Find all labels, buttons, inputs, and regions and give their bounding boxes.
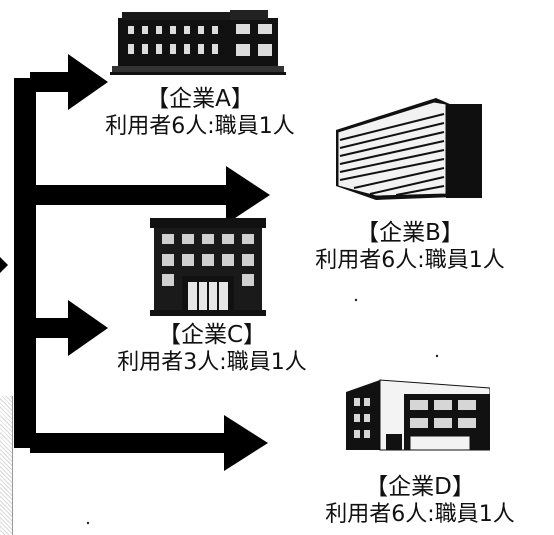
building-c-icon xyxy=(150,218,266,316)
company-d-title: 【企業D】 xyxy=(365,474,475,500)
dot xyxy=(435,354,439,358)
dot xyxy=(354,298,358,302)
arrow-c-head xyxy=(68,300,108,356)
arrow-b-shaft xyxy=(30,185,230,205)
company-a-title: 【企業A】 xyxy=(146,86,254,112)
company-d-label: 【企業D】 利用者6人:職員1人 xyxy=(286,474,554,528)
company-b-title: 【企業B】 xyxy=(356,220,464,246)
company-a-label: 【企業A】 利用者6人:職員1人 xyxy=(78,86,322,140)
company-b-label: 【企業B】 利用者6人:職員1人 xyxy=(278,220,542,274)
company-d-ratio: 利用者6人:職員1人 xyxy=(325,501,515,527)
building-d-icon xyxy=(346,379,490,451)
arrow-d-shaft xyxy=(30,433,226,453)
left-edge-arrow-fragment xyxy=(0,257,8,273)
flow-spine xyxy=(14,78,36,448)
arrow-d-head xyxy=(224,415,268,471)
arrow-a-shaft xyxy=(30,72,70,92)
company-c-ratio: 利用者3人:職員1人 xyxy=(117,349,307,375)
building-a-icon xyxy=(110,10,286,75)
left-edge-texture xyxy=(0,396,13,535)
company-c-title: 【企業C】 xyxy=(157,322,267,348)
arrow-a-head xyxy=(68,54,108,110)
arrow-b-head xyxy=(226,166,270,224)
building-b-icon xyxy=(336,98,482,200)
company-c-label: 【企業C】 利用者3人:職員1人 xyxy=(68,322,356,376)
company-b-ratio: 利用者6人:職員1人 xyxy=(315,247,505,273)
company-a-ratio: 利用者6人:職員1人 xyxy=(105,113,295,139)
arrow-c-shaft xyxy=(30,318,70,338)
dot xyxy=(86,521,90,525)
